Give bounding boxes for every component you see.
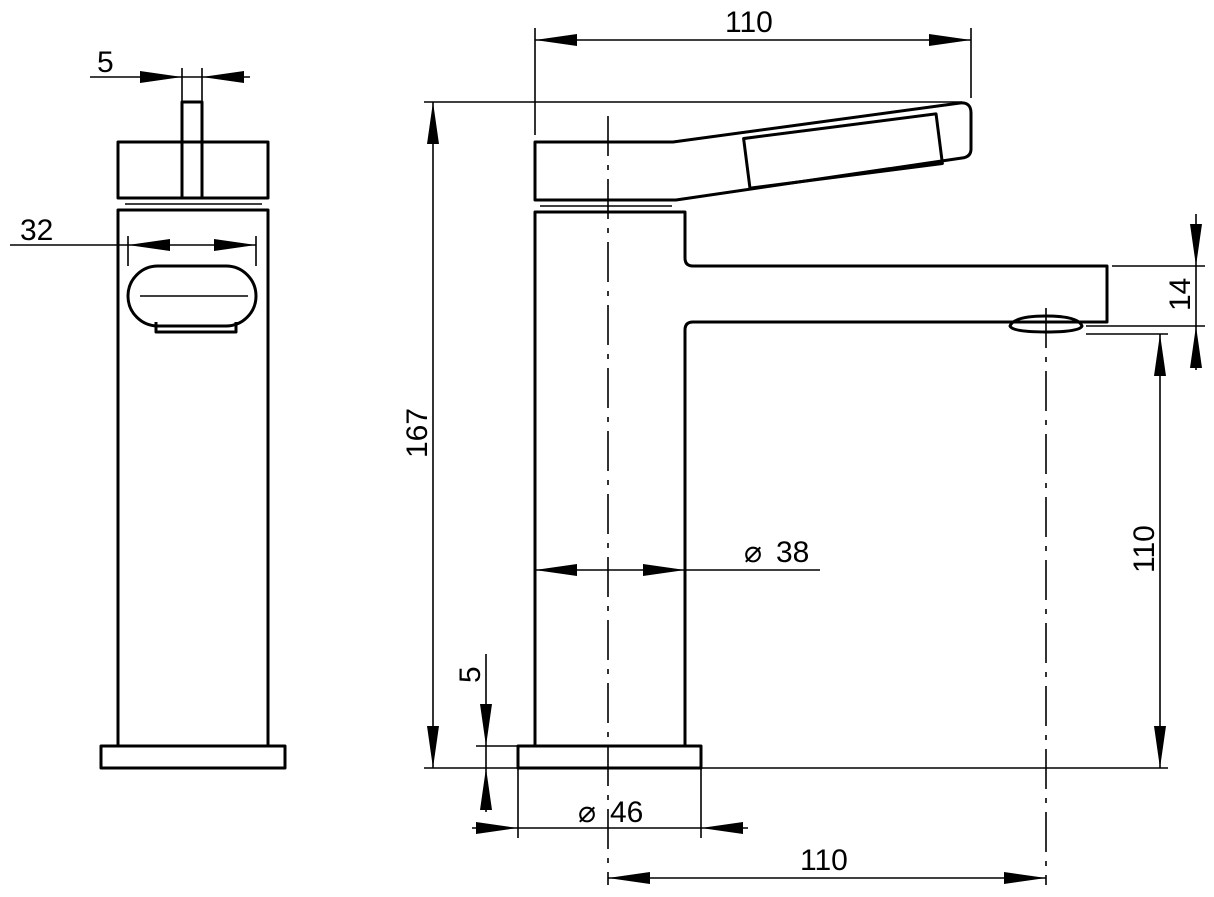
dim-top-arrow-right: [929, 34, 971, 46]
dim-body-diameter: 38: [776, 536, 809, 569]
dim-proj-arrow-left: [608, 872, 650, 884]
dim-lever-thickness: 5: [97, 46, 114, 79]
dim-aerator-width: 32: [20, 214, 53, 247]
dim-body-arrow-right: [643, 564, 685, 576]
dim-projection: 110: [800, 844, 848, 877]
dim-proj-arrow-right: [1004, 872, 1046, 884]
dim-aerator-arrow-left: [128, 239, 170, 251]
front-lever-blade: [180, 100, 204, 200]
front-spout-end: [126, 264, 258, 328]
side-aerator: [1008, 314, 1084, 334]
dim-base-arrow-top: [480, 704, 492, 746]
dim-aerator-arrow-right: [214, 239, 256, 251]
dim-base-arrow-bottom: [480, 768, 492, 810]
dim-spout-thickness: 14: [1164, 278, 1197, 311]
dim-basedia-arrow-left: [476, 822, 518, 834]
side-base: [516, 744, 703, 770]
side-lever-slot: [742, 112, 944, 190]
front-view: 5 32: [10, 46, 287, 770]
dim-spout-reach: 110: [725, 6, 773, 39]
dim-height-arrow-bottom: [427, 726, 439, 768]
side-handle: [533, 101, 973, 202]
dim-spout-arrow-bottom: [1190, 326, 1202, 368]
front-aerator: [154, 322, 238, 334]
dim-body-arrow-left: [535, 564, 577, 576]
front-body: [116, 208, 270, 748]
dim-outlet-arrow-bottom: [1154, 726, 1166, 768]
dim-total-height: 167: [401, 408, 434, 458]
dim-base-diameter-symbol: ⌀: [578, 796, 596, 829]
dim-outlet-arrow-top: [1154, 334, 1166, 376]
dim-lever-arrow-right: [202, 71, 244, 83]
front-handle-cap: [116, 140, 270, 200]
side-view: 110 167 14 110 ⌀ 38 5: [401, 6, 1205, 885]
dim-spout-arrow-top: [1190, 224, 1202, 266]
dim-lever-arrow-left: [140, 71, 182, 83]
dim-height-arrow-top: [427, 102, 439, 144]
dim-outlet-height: 110: [1128, 525, 1161, 573]
dim-basedia-arrow-right: [701, 822, 743, 834]
dim-base-thickness: 5: [454, 666, 487, 683]
dim-base-diameter: 46: [610, 796, 643, 829]
dim-top-arrow-left: [535, 34, 577, 46]
front-base: [99, 744, 287, 770]
side-body-spout: [533, 210, 1109, 746]
dim-body-diameter-symbol: ⌀: [744, 536, 762, 569]
